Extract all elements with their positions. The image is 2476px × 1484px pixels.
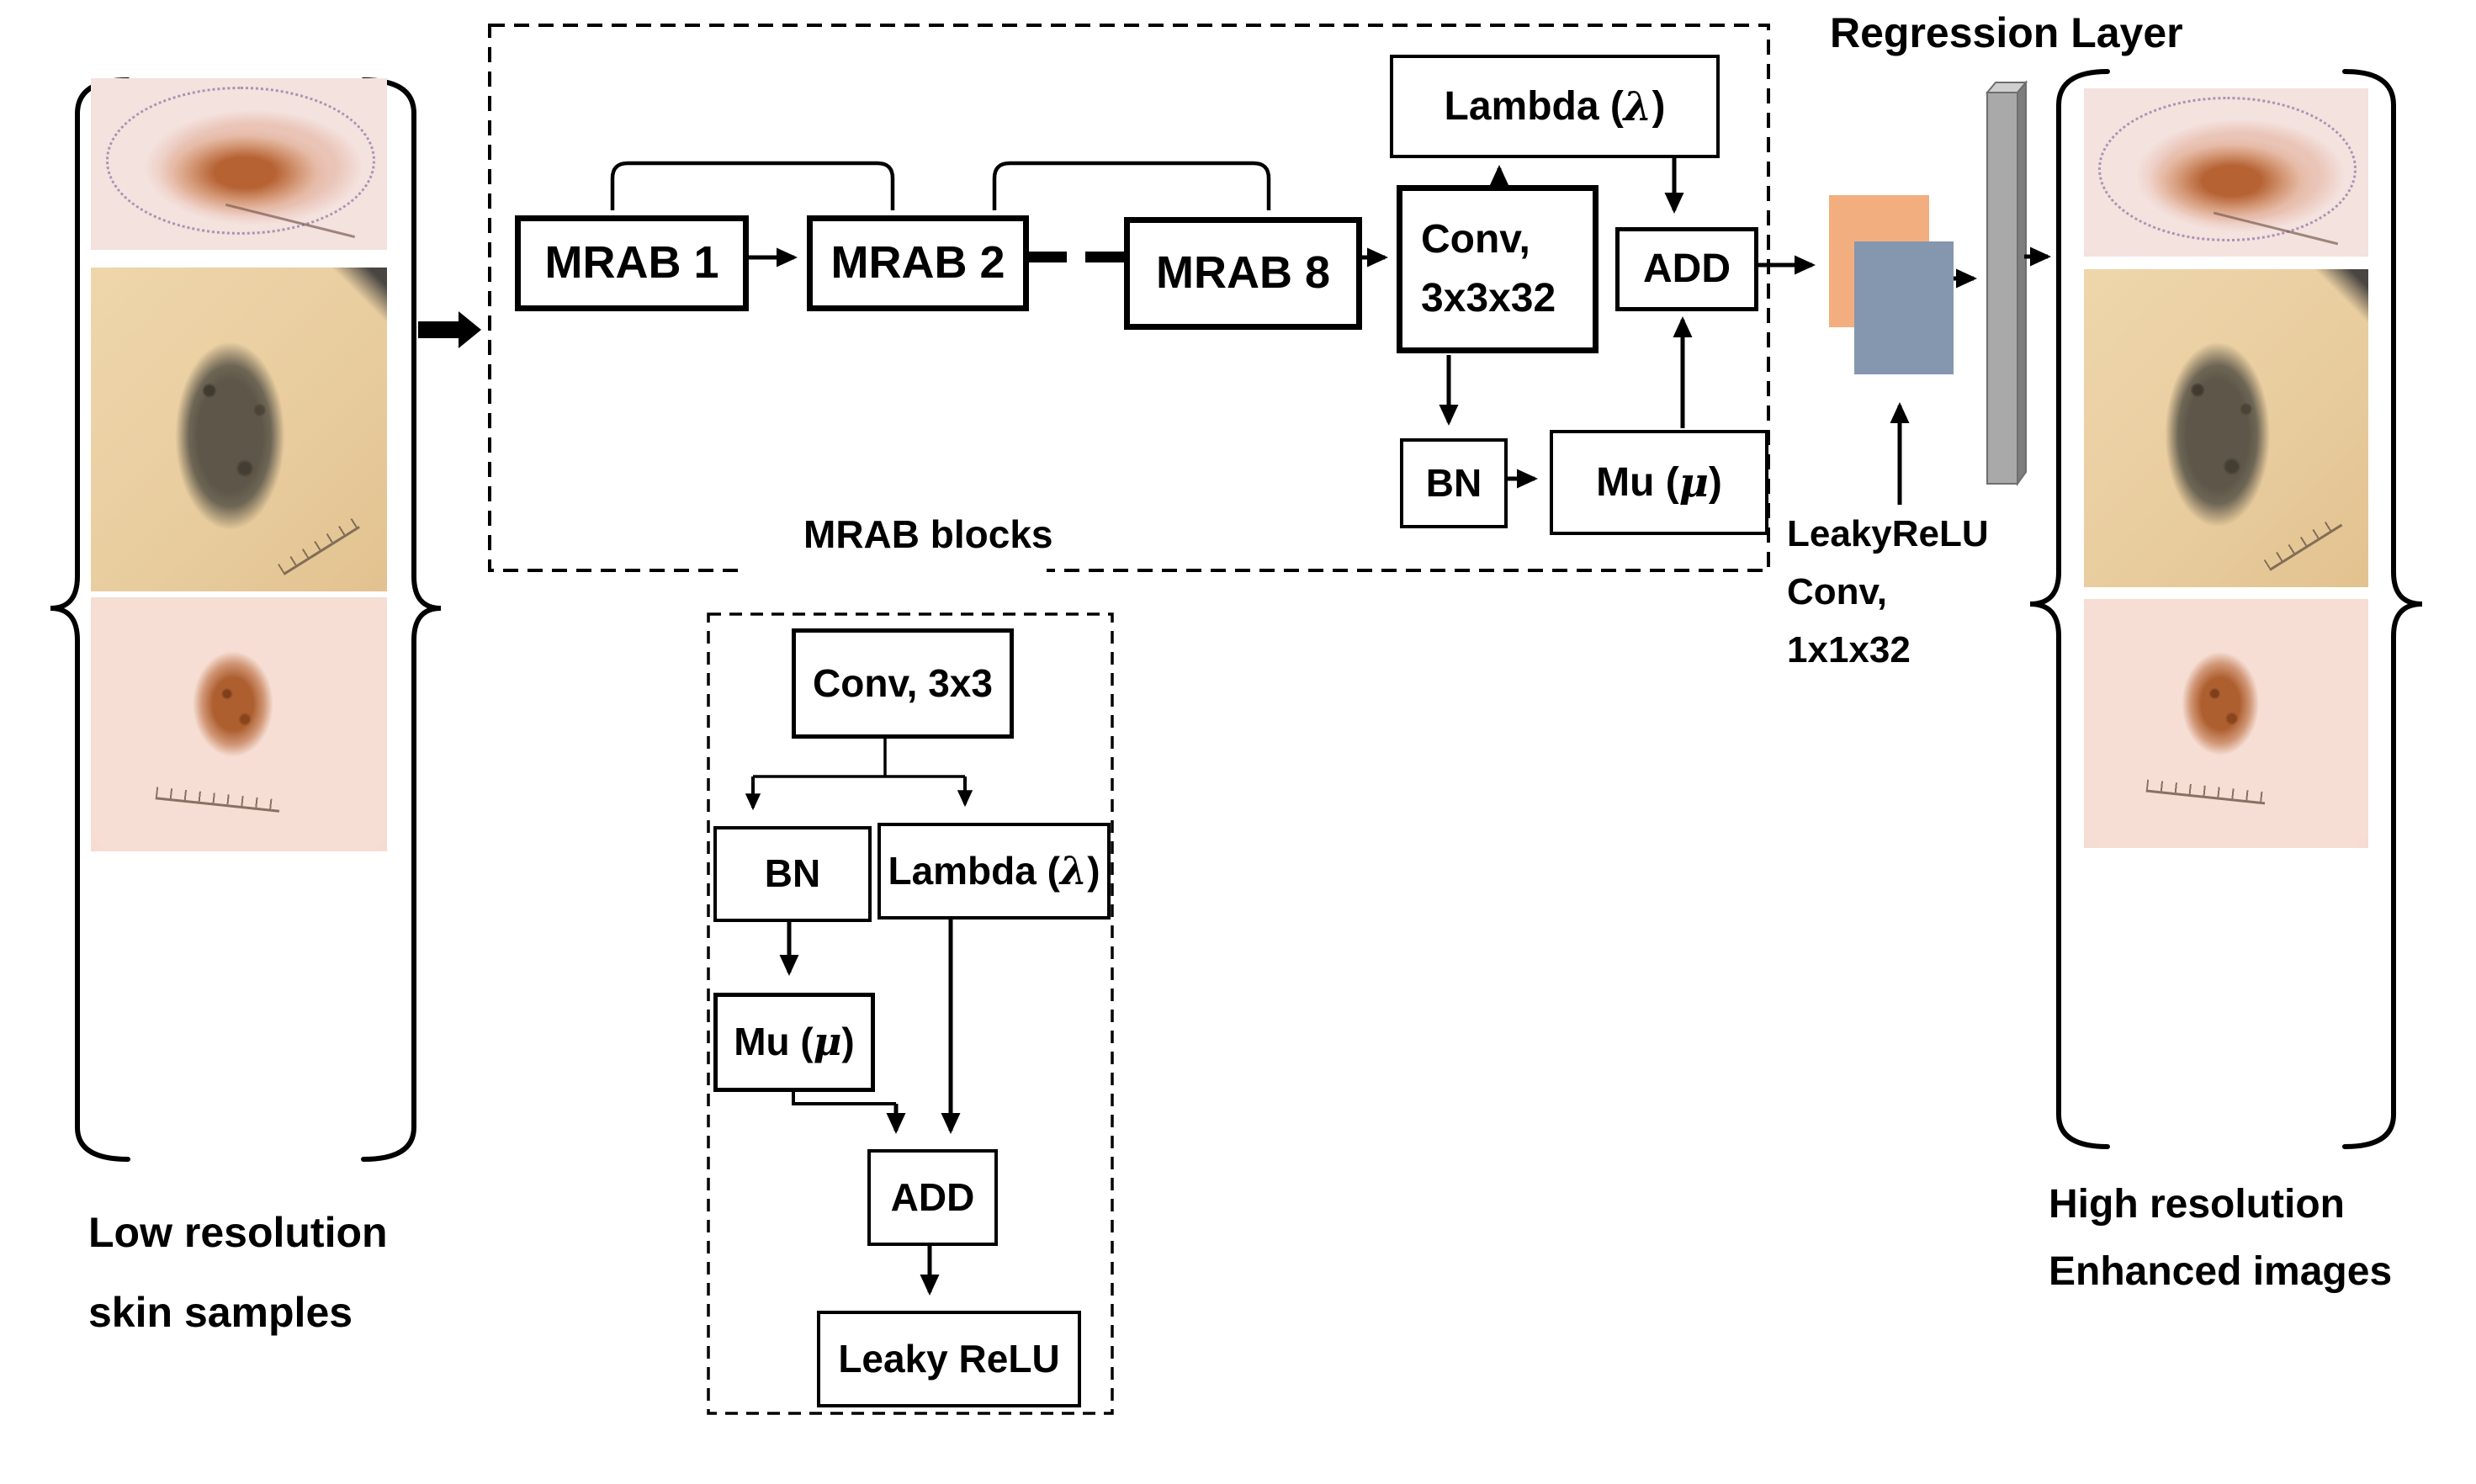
skip-connection-2 xyxy=(992,161,1271,210)
output-skin-image-4 xyxy=(2084,862,2368,1121)
node-mrab1: MRAB 1 xyxy=(515,215,749,311)
node-mrab8: MRAB 8 xyxy=(1124,217,1362,330)
right-stack-close-brace xyxy=(2342,69,2423,1149)
node-conv-3x3x32: Conv, 3x3x32 xyxy=(1397,185,1599,353)
node-add: ADD xyxy=(1615,227,1758,311)
ruler-marking xyxy=(2145,779,2267,805)
mrab-blocks-caption: MRAB blocks xyxy=(803,512,1053,556)
detail-node-bn: BN xyxy=(713,826,872,922)
dermoscopy-circle-marking xyxy=(105,87,375,235)
right-caption-line2: Enhanced images xyxy=(2049,1249,2393,1294)
node-mu: Mu (μ) xyxy=(1550,430,1768,535)
dermoscopy-circle-marking xyxy=(2097,97,2357,241)
input-skin-image-3 xyxy=(91,597,387,851)
mrab-pipeline-dashed-box xyxy=(488,24,1770,572)
leakyrelu-caption-line3: 1x1x32 xyxy=(1787,629,1911,670)
feature-map-blue xyxy=(1854,241,1954,374)
skip-connection-1 xyxy=(610,161,895,210)
input-block-arrow xyxy=(418,311,481,348)
ruler-marking xyxy=(278,517,360,575)
right-caption-line1: High resolution xyxy=(2049,1182,2345,1227)
node-bn: BN xyxy=(1400,438,1508,528)
right-stack-open-brace xyxy=(2029,69,2110,1149)
ruler-marking xyxy=(2263,514,2343,571)
leakyrelu-caption-line1: LeakyReLU xyxy=(1787,513,1989,554)
detail-node-add: ADD xyxy=(867,1149,998,1246)
left-stack-caption: Low resolution skin samples xyxy=(88,1193,388,1353)
caption-gap-patch xyxy=(740,560,1047,579)
output-skin-image-2 xyxy=(2084,269,2368,587)
node-mrab2: MRAB 2 xyxy=(807,215,1029,311)
conv-label-line1: Conv, xyxy=(1421,217,1530,262)
ellipsis-dash-1 xyxy=(1028,252,1067,262)
leakyrelu-conv-caption: LeakyReLU Conv, 1x1x32 xyxy=(1787,505,1989,679)
left-caption-line1: Low resolution xyxy=(88,1209,388,1256)
node-lambda: Lambda (λ) xyxy=(1390,55,1720,158)
input-skin-image-4 xyxy=(91,863,387,1142)
input-skin-image-1 xyxy=(91,78,387,250)
left-caption-line2: skin samples xyxy=(88,1289,353,1336)
detail-node-conv: Conv, 3x3 xyxy=(792,628,1014,739)
mrab-detail-dashed-box xyxy=(707,612,1114,1415)
regression-bar-front-face xyxy=(1986,92,2018,485)
left-stack-open-brace xyxy=(50,77,130,1162)
left-stack-close-brace xyxy=(361,77,442,1162)
conv-label-line2: 3x3x32 xyxy=(1421,276,1556,321)
detail-node-lambda: Lambda (λ) xyxy=(877,823,1111,920)
regression-bar-side-face xyxy=(2017,80,2027,487)
output-skin-image-3 xyxy=(2084,599,2368,848)
detail-node-leaky-relu: Leaky ReLU xyxy=(817,1311,1081,1407)
right-stack-caption: High resolution Enhanced images xyxy=(2049,1171,2392,1306)
leakyrelu-caption-line2: Conv, xyxy=(1787,571,1887,612)
output-skin-image-1 xyxy=(2084,88,2368,257)
regression-layer-title: Regression Layer xyxy=(1830,9,2183,56)
ruler-marking xyxy=(156,786,281,813)
ellipsis-dash-2 xyxy=(1085,252,1124,262)
input-skin-image-2 xyxy=(91,268,387,591)
detail-node-mu: Mu (μ) xyxy=(713,993,875,1092)
